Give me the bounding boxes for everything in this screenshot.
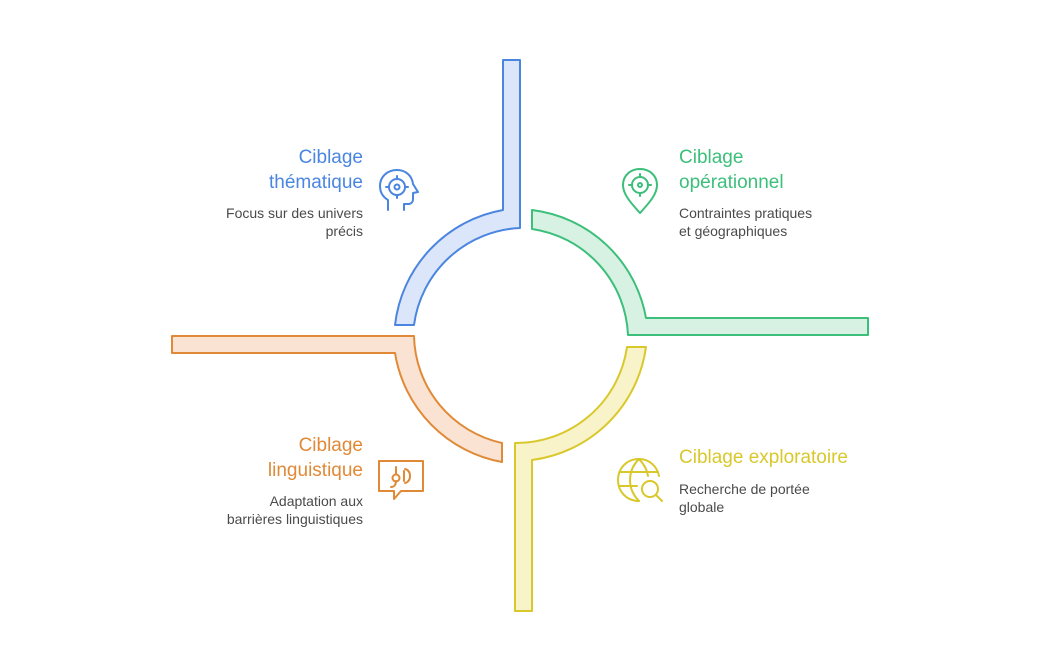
operationnel-title: Ciblage opérationnel	[679, 145, 784, 195]
speech-bubble-language-icon	[378, 460, 424, 500]
linguistique-desc-line1: Adaptation aux	[269, 493, 363, 509]
exploratoire-desc-line2: globale	[679, 499, 725, 515]
exploratoire-desc-line1: Recherche de portée	[679, 481, 810, 497]
thematique-desc-line2: précis	[325, 223, 363, 239]
head-target-icon	[379, 169, 419, 211]
linguistique-title: Ciblage linguistique	[268, 433, 363, 483]
thematique-title-line1: Ciblage	[298, 147, 363, 168]
exploratoire-description: Recherche de portée globale	[679, 480, 810, 516]
operationnel-desc-line1: Contraintes pratiques	[679, 205, 813, 221]
globe-search-icon	[617, 458, 663, 502]
thematique-title-line2: thématique	[268, 172, 363, 193]
operationnel-arm	[531, 209, 869, 336]
linguistique-description: Adaptation aux barrières linguistiques	[227, 492, 363, 528]
map-pin-target-icon	[622, 168, 658, 214]
operationnel-description: Contraintes pratiques et géographiques	[679, 204, 812, 240]
operationnel-title-line2: opérationnel	[679, 172, 784, 193]
linguistique-title-line2: linguistique	[267, 460, 363, 481]
exploratoire-arm	[514, 346, 647, 612]
thematique-arm	[394, 59, 521, 326]
linguistique-desc-line2: barrières linguistiques	[226, 511, 363, 527]
exploratoire-title: Ciblage exploratoire	[679, 445, 848, 470]
thematique-title: Ciblage thématique	[269, 145, 363, 195]
thematique-desc-line1: Focus sur des univers	[226, 205, 363, 221]
exploratoire-title-line1: Ciblage exploratoire	[679, 447, 848, 468]
linguistique-title-line1: Ciblage	[298, 435, 363, 456]
thematique-description: Focus sur des univers précis	[226, 204, 363, 240]
linguistique-arm	[171, 335, 503, 463]
operationnel-desc-line2: et géographiques	[679, 223, 788, 239]
operationnel-title-line1: Ciblage	[679, 147, 744, 168]
